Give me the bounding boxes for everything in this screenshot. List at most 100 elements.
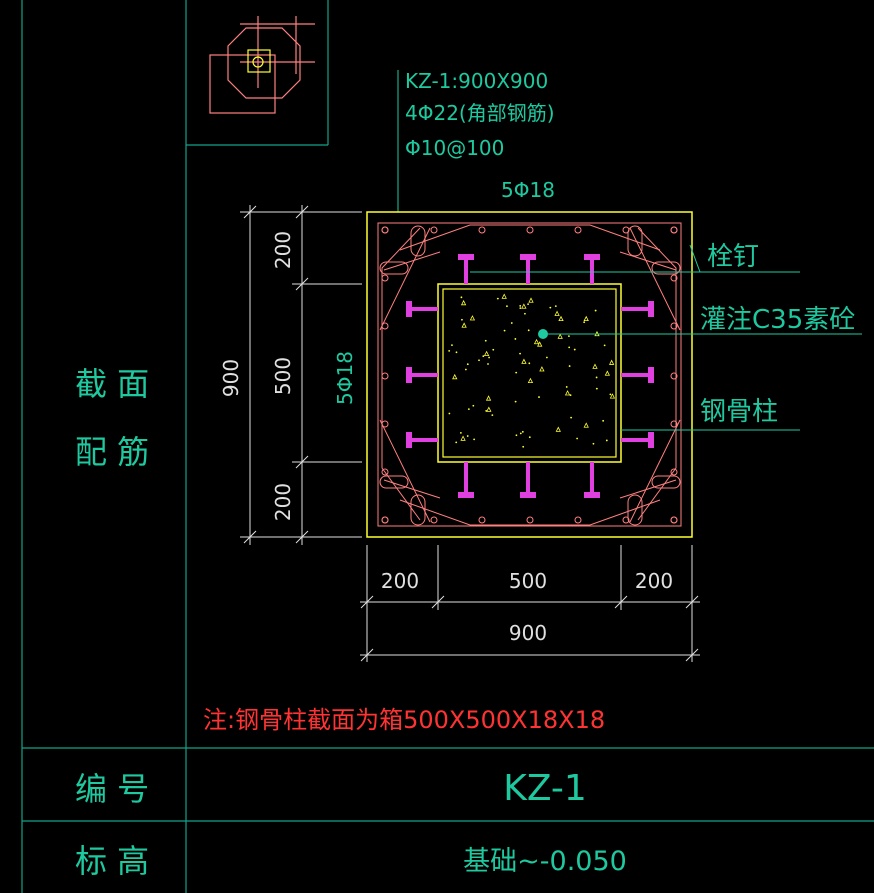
- aggregate-dot: [466, 363, 469, 366]
- left-dimensions: [240, 205, 362, 545]
- rebar-dot: [430, 226, 438, 234]
- aggregate-mark: [452, 373, 458, 380]
- aggregate-dot: [603, 344, 606, 347]
- corner-hooks: [379, 225, 681, 526]
- aggregate-mark: [469, 315, 476, 321]
- outer-stirrup: [377, 222, 682, 527]
- rebar-dot: [622, 226, 630, 234]
- rebar-dot: [670, 322, 678, 330]
- rebar-dot: [670, 372, 678, 380]
- steel-box-outer: [437, 283, 622, 463]
- dim-left-total: 900: [219, 359, 243, 397]
- shear-stud: [621, 301, 654, 317]
- rebar-dot: [670, 468, 678, 476]
- dim-bottom-total: 900: [509, 621, 547, 645]
- aggregate-dot: [488, 356, 491, 359]
- number-value: KZ-1: [503, 768, 587, 809]
- elevation-label: 标 高: [75, 842, 149, 880]
- aggregate-dot: [448, 412, 451, 415]
- aggregate-mark: [609, 393, 616, 399]
- aggregate-mark: [483, 350, 490, 357]
- aggregate-dot: [491, 414, 494, 417]
- aggregate-dot: [503, 329, 506, 332]
- shear-stud: [520, 254, 536, 284]
- aggregate-mark: [592, 363, 598, 369]
- shear-stud: [584, 462, 600, 498]
- aggregate-dot: [569, 394, 572, 397]
- rebar-dot: [526, 226, 534, 234]
- aggregate-mark: [528, 297, 534, 303]
- aggregate-dot: [573, 348, 576, 351]
- dim-bottom-left: 200: [381, 569, 419, 593]
- aggregate-mark: [608, 359, 615, 365]
- dim-left-top: 200: [271, 231, 295, 269]
- aggregate-mark: [521, 358, 527, 364]
- shear-stud: [458, 254, 474, 284]
- aggregate-mark: [583, 315, 589, 322]
- rebar-dot: [381, 420, 389, 428]
- key-plan-icon: [209, 16, 315, 114]
- aggregate-mark: [539, 366, 545, 372]
- shear-stud: [584, 254, 600, 284]
- aggregate-mark: [485, 395, 492, 401]
- elevation-value: 基础~-0.050: [463, 846, 627, 877]
- column-outline: [366, 211, 693, 538]
- aggregate-mark: [583, 422, 589, 428]
- aggregate-mark: [501, 293, 507, 299]
- aggregate-dot: [459, 431, 462, 434]
- aggregate-dot: [484, 339, 487, 342]
- aggregate-dot: [473, 438, 476, 441]
- aggregate-dot: [506, 305, 508, 308]
- dim-bottom-mid: 500: [509, 569, 547, 593]
- callout-leaders: [470, 244, 862, 431]
- shear-studs: [406, 254, 654, 498]
- aggregate-dot: [554, 305, 557, 307]
- aggregate-dot: [527, 303, 529, 306]
- grout-callout: 灌注C35素砼: [700, 305, 855, 335]
- rebar-dot: [430, 516, 438, 524]
- aggregate-dot: [545, 356, 548, 359]
- aggregate-dot: [570, 416, 573, 419]
- aggregate-dot: [482, 355, 485, 358]
- aggregate-dot: [466, 435, 469, 437]
- rebar-dot: [381, 274, 389, 282]
- shear-stud: [458, 462, 474, 498]
- aggregate-dot: [568, 346, 571, 349]
- steel-column-callout: 钢骨柱: [700, 397, 778, 427]
- shear-stud: [621, 367, 654, 383]
- section-note: 注:钢骨柱截面为箱500X500X18X18: [203, 706, 605, 734]
- aggregate-dot: [519, 305, 522, 307]
- concrete-fill-pattern: [448, 293, 616, 448]
- aggregate-mark: [537, 341, 543, 347]
- aggregate-dot: [460, 296, 463, 299]
- aggregate-dot: [595, 376, 598, 379]
- spec-line3: Φ10@100: [405, 136, 504, 160]
- aggregate-dot: [448, 349, 451, 352]
- aggregate-dot: [461, 318, 463, 321]
- aggregate-mark: [533, 338, 540, 345]
- aggregate-dot: [515, 434, 518, 437]
- rebar-dot: [670, 516, 678, 524]
- aggregate-dot: [455, 351, 458, 354]
- rebar-dot: [574, 516, 582, 524]
- aggregate-mark: [521, 303, 527, 309]
- rebar-dot: [670, 226, 678, 234]
- aggregate-mark: [555, 426, 561, 432]
- section-label-line1: 截 面: [75, 365, 149, 403]
- aggregate-mark: [527, 377, 534, 384]
- aggregate-dot: [549, 306, 552, 309]
- aggregate-dot: [538, 396, 540, 398]
- table-frame: [21, 0, 874, 893]
- spec-line2: 4Φ22(角部钢筋): [405, 101, 555, 125]
- dim-left-bot: 200: [271, 483, 295, 521]
- aggregate-dot: [515, 371, 518, 374]
- aggregate-dot: [522, 445, 525, 448]
- aggregate-mark: [604, 370, 611, 376]
- rebar-dot: [526, 516, 534, 524]
- spec-line1: KZ-1:900X900: [405, 69, 548, 93]
- rebar-dot: [381, 516, 389, 524]
- bottom-dimensions: [360, 545, 700, 662]
- aggregate-mark: [564, 390, 571, 396]
- aggregate-dot: [594, 309, 597, 312]
